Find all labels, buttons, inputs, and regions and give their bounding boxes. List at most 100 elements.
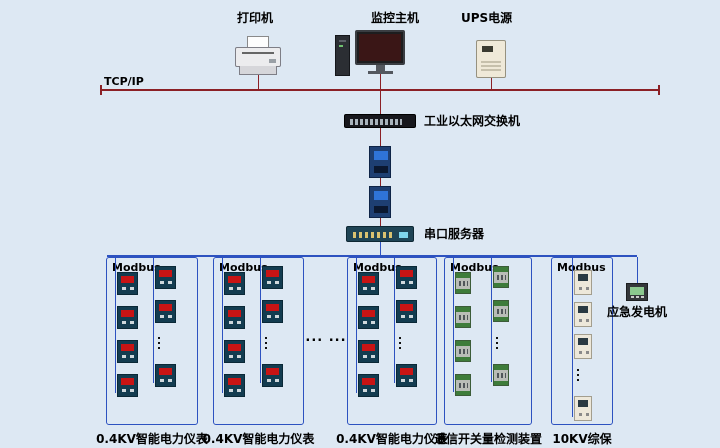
meter-buttons: [401, 281, 405, 284]
converter-port: [374, 206, 388, 213]
branch-devices: [348, 258, 436, 424]
vertical-ellipsis: [394, 334, 406, 349]
protection-relay-icon: [574, 302, 592, 327]
vertical-ellipsis: [491, 334, 503, 349]
meter-display: [266, 270, 279, 277]
meter-display: [400, 270, 413, 277]
meter-buttons: [363, 287, 367, 290]
power-meter-icon: [224, 340, 245, 363]
power-meter-icon: [358, 374, 379, 397]
relay-leds: [579, 319, 582, 322]
meter-display: [121, 344, 134, 351]
power-meter-icon: [262, 364, 283, 387]
modbus-label: Modbus: [112, 261, 161, 274]
switch-to-converter-line: [380, 128, 381, 146]
io-module-icon: [493, 300, 509, 322]
meter-display: [228, 378, 241, 385]
meter-display: [266, 304, 279, 311]
io-terminals: [459, 383, 468, 388]
modbus-label: Modbus: [557, 261, 606, 274]
power-meter-icon: [117, 340, 138, 363]
power-meter-icon: [224, 374, 245, 397]
protection-relay-icon: [574, 270, 592, 295]
host-label: 监控主机: [371, 11, 420, 25]
continuation-dots: ... ...: [305, 330, 347, 345]
branch-caption: 0.4KV智能电力仪表: [202, 432, 315, 446]
tcpip-endcap-right: [658, 85, 660, 95]
serial-led: [399, 232, 408, 238]
modbus-branch-3: Modbus 0.4KV智能电力仪表: [336, 257, 448, 446]
meter-buttons: [267, 315, 271, 318]
relay-display: [578, 338, 588, 345]
ups-icon: [476, 40, 506, 78]
ups-display: [482, 46, 493, 52]
io-module-icon: [493, 364, 509, 386]
meter-buttons: [401, 315, 405, 318]
meter-display: [121, 276, 134, 283]
host-drop-line: [380, 74, 381, 90]
converter-led: [374, 191, 388, 200]
relay-display: [578, 306, 588, 313]
monitor-base: [368, 71, 393, 74]
device-column: [453, 258, 479, 426]
ups-drop-line: [491, 78, 492, 90]
monitor-host-icon: [333, 30, 409, 78]
computer-tower-icon: [335, 35, 350, 76]
power-meter-icon: [358, 272, 379, 295]
printer-body: [235, 47, 281, 67]
meter-buttons: [267, 281, 271, 284]
io-terminals: [497, 275, 506, 280]
power-meter-icon: [155, 266, 176, 289]
relay-leds: [579, 287, 582, 290]
ethernet-switch-icon: [344, 114, 416, 128]
printer-icon: [234, 36, 282, 76]
converter-port: [374, 166, 388, 173]
generator-buttons: [631, 296, 634, 298]
modbus-branch-2: Modbus 0.4KV智能电力仪表: [203, 257, 314, 446]
meter-buttons: [363, 355, 367, 358]
printer-label: 打印机: [237, 11, 274, 25]
io-module-icon: [455, 306, 471, 328]
meter-buttons: [363, 389, 367, 392]
monitor-screen: [355, 30, 405, 65]
printer-tray: [239, 66, 277, 75]
meter-display: [228, 310, 241, 317]
branch-devices: [107, 258, 197, 424]
meter-display: [362, 276, 375, 283]
fiber-converter-icon-1: [369, 146, 391, 178]
switch-ports: [350, 119, 402, 125]
meter-display: [159, 270, 172, 277]
power-meter-icon: [224, 272, 245, 295]
tcpip-endcap-left: [100, 85, 102, 95]
meter-display: [266, 368, 279, 375]
power-meter-icon: [262, 266, 283, 289]
power-meter-icon: [396, 300, 417, 323]
vertical-ellipsis: [153, 334, 165, 349]
meter-buttons: [122, 321, 126, 324]
power-meter-icon: [358, 340, 379, 363]
device-column: [153, 258, 179, 426]
ups-vents: [481, 61, 501, 73]
power-meter-icon: [262, 300, 283, 323]
device-column: [222, 258, 248, 426]
serial-server-label: 串口服务器: [424, 227, 485, 241]
meter-display: [228, 344, 241, 351]
meter-buttons: [122, 287, 126, 290]
printer-drop-line: [258, 75, 259, 90]
emergency-generator-label: 应急发电机: [607, 305, 668, 319]
meter-buttons: [229, 389, 233, 392]
meter-buttons: [160, 281, 164, 284]
io-module-icon: [493, 266, 509, 288]
relay-leds: [579, 413, 582, 416]
relay-display: [578, 400, 588, 407]
modbus-label: Modbus: [353, 261, 402, 274]
meter-display: [121, 378, 134, 385]
io-terminals: [459, 315, 468, 320]
protection-relay-icon: [574, 334, 592, 359]
modbus-branch-4: Modbus 遥信开关量检测装置: [434, 257, 542, 446]
device-column: [394, 258, 420, 426]
branch-caption: 0.4KV智能电力仪表: [336, 432, 448, 446]
branch-devices: [445, 258, 531, 424]
converter-led: [374, 151, 388, 160]
